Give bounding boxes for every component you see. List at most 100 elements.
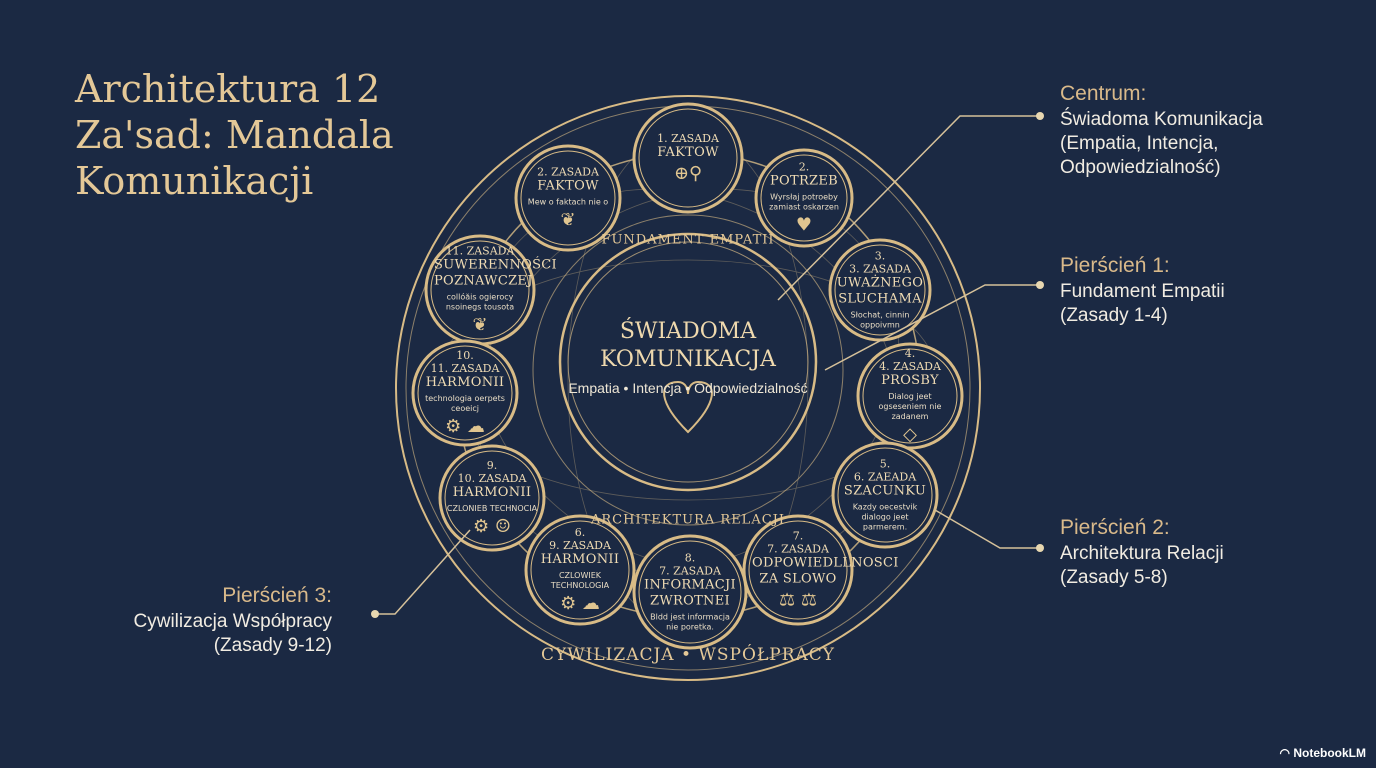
medallion-inner-ring — [837, 447, 933, 543]
medallion-inner-ring — [530, 520, 630, 620]
medallion-title1: 4. ZASADA — [879, 360, 941, 373]
center-subtitle: Empatia • Intencja • Odpowiedzialność — [568, 380, 808, 396]
medallion-inner-ring — [748, 520, 848, 620]
medallion-title1: 11. ZASADA — [445, 244, 515, 258]
medallion-num: 4. — [904, 347, 916, 360]
medallion-title2: FAKTOW — [657, 145, 719, 160]
medallion-inner-ring — [417, 345, 513, 441]
medallion-inner-ring — [862, 348, 958, 444]
callout-ring2: Pierścień 2: Architektura Relacji (Zasad… — [1060, 516, 1224, 590]
medallion-title1: 7. ZASADA — [767, 542, 829, 556]
callout-line: Cywilizacja Współpracy — [133, 611, 333, 632]
medallion-title2: PROSBY — [881, 373, 939, 388]
ring-label-2: ARCHITEKTURA RELACJI — [591, 512, 785, 528]
medallion-num: 6. — [574, 526, 586, 539]
medallion-title2: SUWERENNOŚCI POZNAWCZEJ — [434, 257, 557, 289]
medallion-title2: ODPOWIEDLLNOSCI ZA SLOWO — [752, 555, 899, 587]
medallion-title2: UWAŻNEGO SLUCHAMA — [836, 275, 924, 307]
medallion-inner-ring — [638, 108, 738, 208]
medallion-title1: 1. ZASADA — [657, 132, 719, 145]
callout-centrum: Centrum: Świadoma Komunikacja (Empatia, … — [1060, 82, 1263, 180]
callout-ring1: Pierścień 1: Fundament Empatii (Zasady 1… — [1060, 254, 1225, 328]
medallion-title2: SZACUNKU — [843, 483, 927, 499]
callout-line: (Empatia, Intencja, — [1060, 133, 1219, 154]
heart-icon — [663, 380, 713, 434]
callout-line: Fundament Empatii — [1060, 281, 1225, 302]
ring-label-1: FUNDAMENT EMPATII — [601, 232, 775, 248]
callout-heading: Pierścień 3: — [222, 584, 332, 607]
medallion-title2: HARMONII — [452, 485, 532, 500]
medallion-title1: 6. ZAEADA — [853, 470, 917, 484]
brain-icon: ❦ — [560, 209, 576, 231]
medallion-desc: Bldd jest informacja nie poretka. — [650, 612, 730, 632]
ring-label-3: CYWILIZACJA • WSPÓŁPRACY — [540, 645, 836, 665]
medallion-num: 5. — [879, 457, 891, 471]
medallion-2: 2.POTRZEB Wyrsłaj potroeby zamiast oskarz… — [758, 161, 850, 236]
medallion-title2: HARMONII — [425, 375, 505, 390]
gear-head-icon: ⚙ ☺ — [473, 516, 511, 537]
medallion-desc: Mew o faktach nie o — [527, 197, 609, 207]
medallion-title1: 11. ZASADA — [430, 362, 500, 375]
callout-line: Architektura Relacji — [1060, 543, 1224, 564]
medallion-title2: INFORMACJI ZWROTNEI — [644, 577, 736, 609]
gear-icon: ⚙ ☁ — [560, 593, 600, 614]
medallion-title1: 10. ZASADA — [457, 472, 527, 485]
callout-heading: Pierścień 2: — [1060, 516, 1170, 539]
medallion-num: 8. — [684, 551, 696, 565]
medallion-desc: technologia oerpets ceoeicj — [425, 394, 505, 413]
medallion-inner-ring — [444, 450, 540, 546]
center-title: ŚWIADOMA KOMUNIKACJA — [600, 319, 776, 372]
diamond-icon: ◇ — [903, 424, 917, 445]
callout-ring3: Pierścień 3: Cywilizacja Współpracy (Zas… — [110, 584, 333, 658]
medallion-num: 9. — [486, 459, 498, 472]
callout-line: (Zasady 5-8) — [1060, 567, 1168, 588]
medallion-title1: 9. ZASADA — [549, 539, 611, 552]
medallion-title2: POTRZEB — [769, 173, 839, 189]
medallion-desc: collóăis ogierocy nsoinegs tousota — [445, 292, 515, 312]
callout-line: Odpowiedzialność) — [1060, 157, 1221, 178]
medallion-title1: 7. ZASADA — [659, 564, 721, 578]
heart-icon: ♥ — [795, 214, 813, 236]
medallion-inner-ring — [430, 240, 530, 340]
medallion-num: 3. — [874, 249, 886, 263]
medallion-inner-ring — [520, 150, 616, 246]
callout-line: (Zasady 9-12) — [213, 635, 332, 656]
watermark-text: NotebookLM — [1293, 746, 1366, 760]
notebooklm-watermark: ◠ NotebookLM — [1279, 746, 1366, 760]
medallion-title1: 3. ZASADA — [849, 262, 911, 276]
medallion-desc: Wyrsłaj potroeby zamiast oskarzen — [769, 192, 839, 212]
medallion-num: 7. — [792, 529, 804, 543]
callout-heading: Centrum: — [1060, 82, 1147, 105]
medallion-desc: Dialog jeet ogseseniem nie zadanem — [878, 392, 942, 421]
page-title: Architektura 12 Za'sad: Mandala Komunika… — [75, 67, 394, 203]
medallion-inner-ring — [760, 154, 848, 242]
medallion-inner-ring — [834, 244, 926, 336]
scales-icon: ⚖ ⚖ — [779, 589, 817, 611]
medallion-desc: Słochat, cinnin oppoivmn — [850, 310, 910, 330]
medallion-title2: FAKTOW — [537, 178, 599, 194]
globe-magnifier-icon: ⊕⚲ — [673, 163, 703, 184]
medallion-desc: CZLONIEB TECHNOCIA — [446, 504, 538, 513]
medallion-num: 10. — [456, 349, 474, 362]
medallion-title1: 2. ZASADA — [537, 165, 599, 179]
center-medallion: ŚWIADOMA KOMUNIKACJA Empatia • Intencja … — [568, 318, 808, 398]
callout-line: (Zasady 1-4) — [1060, 305, 1168, 326]
medallion-desc: Kazdy oecestvik dialogo jeet parmerem. — [852, 502, 918, 532]
callout-heading: Pierścień 1: — [1060, 254, 1170, 277]
medallion-title2: HARMONII — [540, 552, 620, 567]
medallion-num: 2. — [798, 160, 810, 174]
brain-icon: ❦ — [472, 314, 488, 336]
medallion-desc: CZLOWIEK TECHNOLOGIA — [550, 571, 610, 590]
